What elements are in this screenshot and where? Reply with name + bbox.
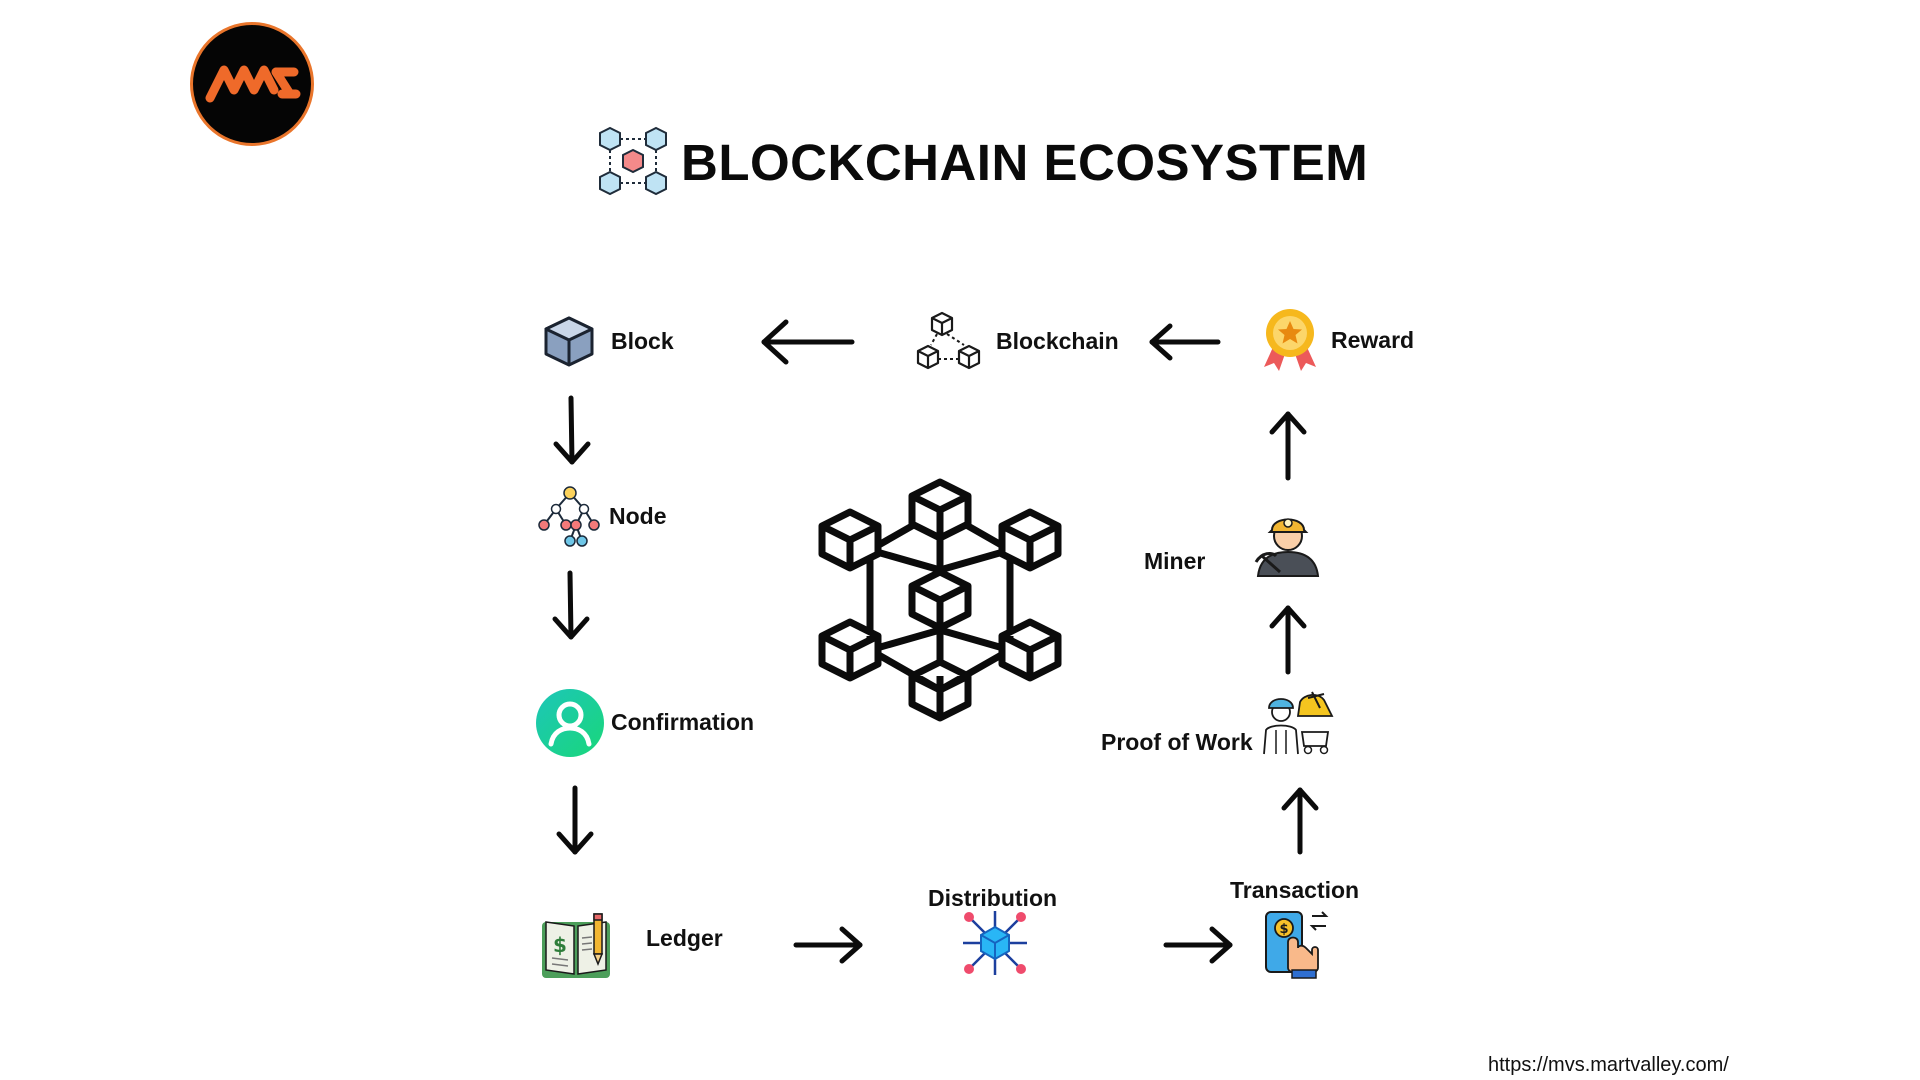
footer-url[interactable]: https://mvs.martvalley.com/ [1488, 1054, 1729, 1076]
node-label-miner: Miner [1144, 548, 1206, 574]
node-label-node: Node [609, 503, 667, 529]
node-label-confirmation: Confirmation [611, 709, 755, 735]
node-label-blockchain: Blockchain [996, 328, 1119, 354]
arrow-proof-of-work-to-miner [1269, 605, 1307, 675]
cube-icon [544, 316, 594, 367]
arrow-block-to-node [553, 395, 591, 465]
svg-text:$: $ [553, 933, 567, 957]
mobile-transaction-icon: $ [1265, 911, 1329, 979]
network-tree-icon [538, 486, 600, 547]
user-confirmation-icon [536, 689, 604, 757]
miner-icon [1254, 518, 1320, 577]
node-label-distribution: Distribution [928, 885, 1058, 911]
arrow-transaction-to-proof-of-work [1281, 787, 1319, 855]
node-label-proof-of-work: Proof of Work [1101, 729, 1253, 755]
mvs-logo [190, 22, 314, 146]
arrow-reward-to-blockchain [1149, 323, 1221, 361]
reward-medal-icon [1264, 309, 1316, 371]
node-label-ledger: Ledger [646, 925, 723, 951]
ledger-book-icon: $ [542, 913, 610, 978]
node-label-reward: Reward [1331, 327, 1415, 353]
arrow-confirmation-to-ledger [556, 785, 594, 855]
arrow-blockchain-to-block [761, 319, 855, 365]
arrow-miner-to-reward [1269, 411, 1307, 481]
svg-text:$: $ [1279, 922, 1288, 937]
connected-blocks-icon [916, 311, 981, 370]
arrow-node-to-confirmation [552, 570, 590, 640]
arrow-distribution-to-transaction [1163, 926, 1233, 964]
arrow-ledger-to-distribution [793, 926, 863, 964]
central-blockchain-icon [818, 478, 1062, 722]
proof-of-work-icon [1263, 691, 1334, 755]
page-title: BLOCKCHAIN ECOSYSTEM [681, 134, 1369, 191]
node-label-transaction: Transaction [1230, 877, 1360, 903]
blockchain-network-icon [599, 126, 667, 196]
mvs-logo-mark [205, 65, 301, 103]
distribution-icon [963, 911, 1027, 975]
node-label-block: Block [611, 328, 674, 354]
